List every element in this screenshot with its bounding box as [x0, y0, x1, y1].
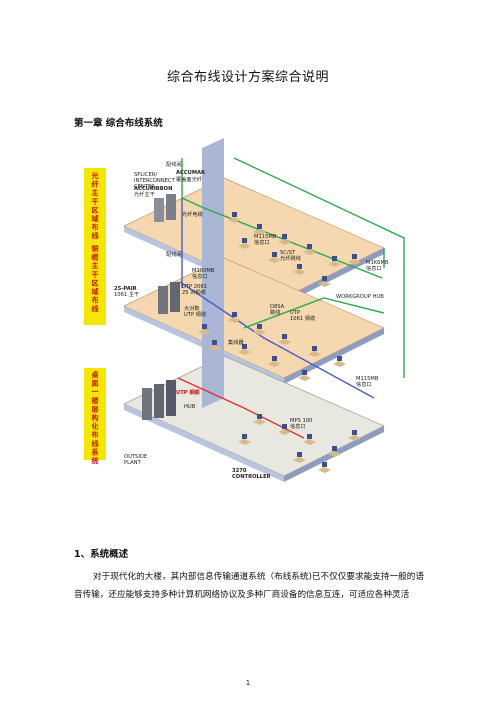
- label-m100mb: M100MB: [192, 268, 215, 274]
- label-large-utp-cn: UTP 铜缆: [184, 310, 206, 318]
- floor-middle: [123, 257, 385, 384]
- chapter-heading: 第一章 综合布线系统: [74, 118, 163, 129]
- label-25pair-cn: 1061 主干: [114, 290, 139, 298]
- label-m115mb-top: M115MB: [254, 234, 277, 240]
- workstation: [228, 312, 241, 323]
- side-label-copper: 铜缆主干区域布线: [84, 242, 106, 325]
- workstation: [348, 430, 361, 441]
- workstation: [238, 238, 251, 249]
- workstation: [293, 264, 306, 275]
- label-large-utp: 大对数: [184, 304, 200, 312]
- label-scst: SC/ST: [280, 250, 296, 256]
- svg-text:光纤主干区域布线: 光纤主干区域布线: [91, 171, 99, 240]
- workstations: [198, 212, 361, 473]
- workstation: [253, 324, 266, 335]
- workstation: [278, 424, 291, 435]
- workstation: [268, 356, 281, 367]
- workstation: [303, 434, 316, 445]
- workstation: [318, 276, 331, 287]
- label-utp-bottom: UTP 铜缆: [176, 388, 201, 396]
- workstation: [253, 224, 266, 235]
- label-accuribbon-cn: 光纤主干: [134, 190, 155, 198]
- label-accuribbon: ACCURIBBON: [134, 186, 172, 192]
- svg-text:铜缆主干区域布线: 铜缆主干区域布线: [92, 244, 99, 313]
- label-distribution-mid: 配线间: [166, 250, 182, 258]
- label-mps100: MPS 100: [290, 418, 312, 424]
- workstation: [268, 252, 281, 263]
- workstation: [328, 256, 341, 267]
- label-scst-cn: 光纤跳线: [280, 254, 301, 262]
- workstation: [348, 254, 361, 265]
- workstation: [333, 356, 346, 367]
- workstation: [278, 334, 291, 345]
- label-m115mb-top-cn: 信息口: [254, 238, 270, 246]
- label-acculink: ACCUMAK: [176, 170, 206, 176]
- label-m115mb-bottom: M115MB: [356, 376, 379, 382]
- label-m115mb-bottom-cn: 信息口: [356, 380, 372, 388]
- label-distribution-top: 配线间: [166, 160, 182, 168]
- workstation: [198, 324, 211, 335]
- page-number: 1: [245, 679, 251, 687]
- workstation: [228, 212, 241, 223]
- label-utp-mid: UTP: [290, 310, 300, 316]
- workstation: [328, 446, 341, 457]
- workstation: [238, 434, 251, 445]
- label-25pair: 25-PAIR: [114, 286, 137, 292]
- workstation: [278, 234, 291, 245]
- label-m1k6mb-cn: 信息口: [366, 264, 382, 272]
- workstation: [208, 340, 221, 351]
- workstation: [253, 414, 266, 425]
- label-concentrator: 集线器: [228, 338, 244, 346]
- label-utp2061: UTP 2061: [182, 284, 207, 290]
- label-d8sa: D8SA: [270, 304, 285, 310]
- label-acculink-cn: 覆盖面光纤: [176, 175, 202, 183]
- label-utp2061-cn: 25 对铜缆: [182, 288, 206, 296]
- section-heading: 1、系统概述: [74, 549, 129, 560]
- cabling-diagram: 光纤主干区域布线 铜缆主干区域布线 桌面一楼层构化布线系统: [84, 138, 405, 482]
- label-d8sa-cn: 跳线: [270, 308, 280, 316]
- label-utp-mid-cn: 1061 铜缆: [290, 314, 315, 322]
- equipment-racks: [142, 194, 180, 420]
- building-cabling-figure: 光纤主干区域布线 铜缆主干区域布线 桌面一楼层构化布线系统: [84, 138, 414, 500]
- svg-text:桌面一楼层构化布线系统: 桌面一楼层构化布线系统: [91, 370, 99, 465]
- workstation: [298, 370, 311, 381]
- workstation: [303, 244, 316, 255]
- workstation: [308, 346, 321, 357]
- label-mps100-cn: 信息口: [290, 422, 306, 430]
- cable-lines: [177, 157, 405, 439]
- riser-wall: [202, 138, 224, 408]
- workstation: [318, 462, 331, 473]
- side-label-fiber: 光纤主干区域布线: [84, 168, 106, 242]
- page-title: 综合布线设计方案综合说明: [166, 70, 329, 85]
- workstation: [293, 452, 306, 463]
- floor-bottom: [123, 355, 385, 482]
- label-hub: HUB: [184, 404, 196, 410]
- side-label-desktop: 桌面一楼层构化布线系统: [84, 368, 106, 465]
- label-workgroup: WORKGROUP HUB: [336, 294, 384, 300]
- label-m100mb-cn: 信息口: [192, 272, 208, 280]
- label-fiber-cable: 光纤电缆: [182, 210, 203, 218]
- body-paragraph: 对于现代化的大楼，其内部信息传输通道系统（布线系统)已不仅仅要求能支持一般的语音…: [74, 572, 424, 600]
- label-m1k6mb: M1K6MB: [366, 260, 389, 266]
- workstation: [238, 344, 251, 355]
